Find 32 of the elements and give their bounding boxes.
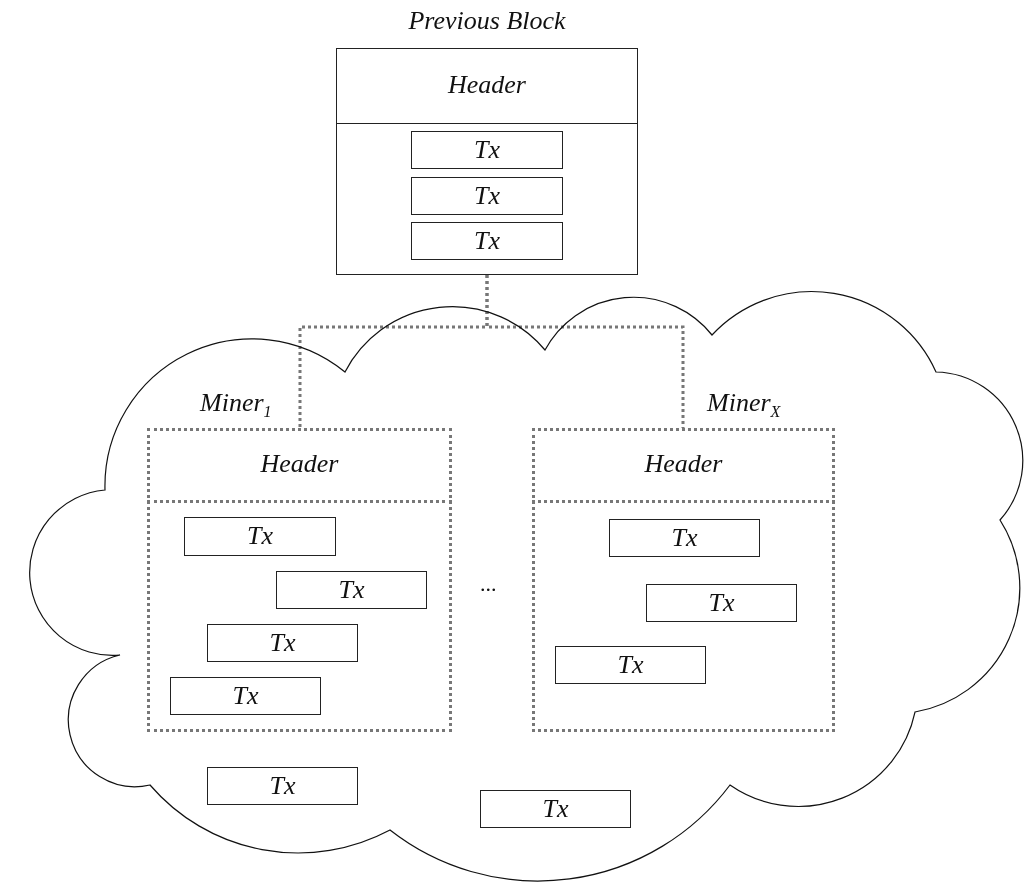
transaction-box [411,222,563,260]
transaction-box [207,624,358,662]
header-label: Header [644,449,723,479]
transaction-label: Tx [617,650,644,680]
transaction-label: Tx [269,771,296,801]
transaction-label: Tx [232,681,259,711]
header-label: Header [448,71,526,100]
transaction-label: Tx [474,226,500,256]
transaction-box [411,131,563,169]
transaction-label: Tx [708,588,735,618]
ellipsis-text: ... [480,572,497,597]
transaction-box [646,584,797,622]
transaction-label: Tx [542,794,569,824]
transaction-box [480,790,631,828]
block-title: Previous Block [407,7,567,36]
transaction-box [609,519,760,557]
block-title: Miner$_{X}$ [707,389,781,421]
header-label: Header [260,449,339,479]
transaction-box [276,571,427,609]
transaction-box [555,646,706,684]
transaction-box [411,177,563,215]
transaction-label: Tx [474,181,500,211]
transaction-box [184,517,336,556]
transaction-label: Tx [269,628,296,658]
block-title: Miner$_{1}$ [200,389,272,421]
transaction-label: Tx [338,575,365,605]
transaction-label: Tx [247,522,273,551]
transaction-box [207,767,358,805]
transaction-label: Tx [474,135,500,165]
connector-line [485,275,685,428]
transaction-box [170,677,321,715]
transaction-label: Tx [671,523,698,553]
